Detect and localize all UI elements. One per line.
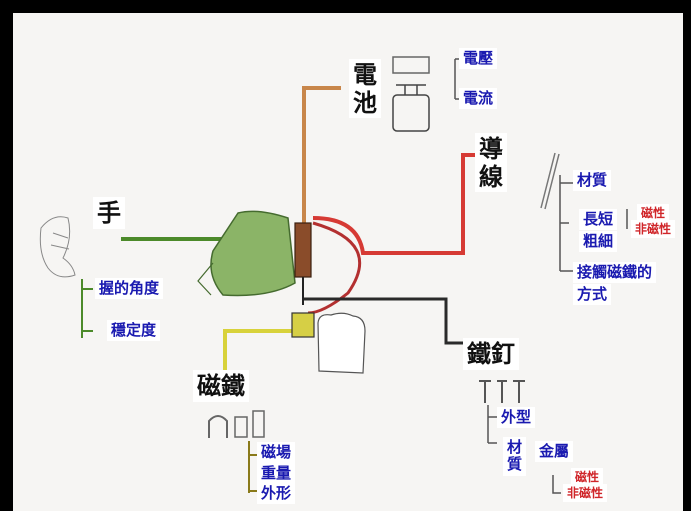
nail-item-shape: 外型 xyxy=(497,407,536,429)
wire-item-contact-line2: 方式 xyxy=(573,284,612,306)
drawing-paper: 電池 導線 手 磁鐵 鐵釘 電壓 電流 材質 長短 粗細 磁性 非磁性 接觸磁鐵… xyxy=(13,13,683,511)
wire-item-thickness: 粗細 xyxy=(579,231,618,253)
probe-handle xyxy=(294,222,312,278)
glove-drawing xyxy=(317,312,366,374)
hand-drawing xyxy=(197,210,296,297)
nail-wire xyxy=(303,297,463,345)
battery-item-current: 電流 xyxy=(459,88,498,110)
nail-sub-bracket xyxy=(552,475,561,494)
probe-magnet xyxy=(291,312,315,338)
magnet-item-weight: 重量 xyxy=(257,463,296,485)
wire-item-contact-line1: 接觸磁鐵的 xyxy=(573,262,657,284)
magnet-label: 磁鐵 xyxy=(193,370,249,402)
nail-bracket xyxy=(487,405,497,444)
wire-magnetic: 磁性 xyxy=(637,204,670,223)
nail-item-material: 材質 xyxy=(503,437,526,476)
wire-item-length: 長短 xyxy=(579,209,618,231)
hand-label: 手 xyxy=(93,197,125,229)
wire-red-line xyxy=(312,153,483,255)
nail-nonmagnetic: 非磁性 xyxy=(563,484,608,503)
wire-item-material: 材質 xyxy=(573,170,612,192)
wire-nonmagnetic: 非磁性 xyxy=(631,220,676,239)
magnet-wire xyxy=(223,329,293,375)
magnets-drawing xyxy=(208,410,265,438)
hand-sketch xyxy=(39,216,76,278)
battery-label: 電池 xyxy=(349,59,381,119)
wire-drawing xyxy=(540,152,560,210)
magnet-item-field: 磁場 xyxy=(257,442,296,464)
hand-item-stability: 穩定度 xyxy=(107,320,161,342)
wire-label: 導線 xyxy=(475,133,507,193)
hand-bracket xyxy=(81,279,93,338)
nail-label: 鐵釘 xyxy=(463,338,519,370)
wire-bracket xyxy=(559,175,573,272)
wire-red-loop xyxy=(307,221,362,315)
battery-drawing xyxy=(392,56,430,132)
hand-item-angle: 握的角度 xyxy=(95,278,164,300)
battery-wire xyxy=(302,86,341,228)
battery-item-voltage: 電壓 xyxy=(459,48,498,70)
nail-item-metal: 金屬 xyxy=(535,441,574,463)
magnet-item-shape: 外形 xyxy=(257,483,296,505)
nails-drawing xyxy=(479,380,525,403)
nail-magnetic: 磁性 xyxy=(571,468,604,487)
connection-lines xyxy=(39,56,628,494)
